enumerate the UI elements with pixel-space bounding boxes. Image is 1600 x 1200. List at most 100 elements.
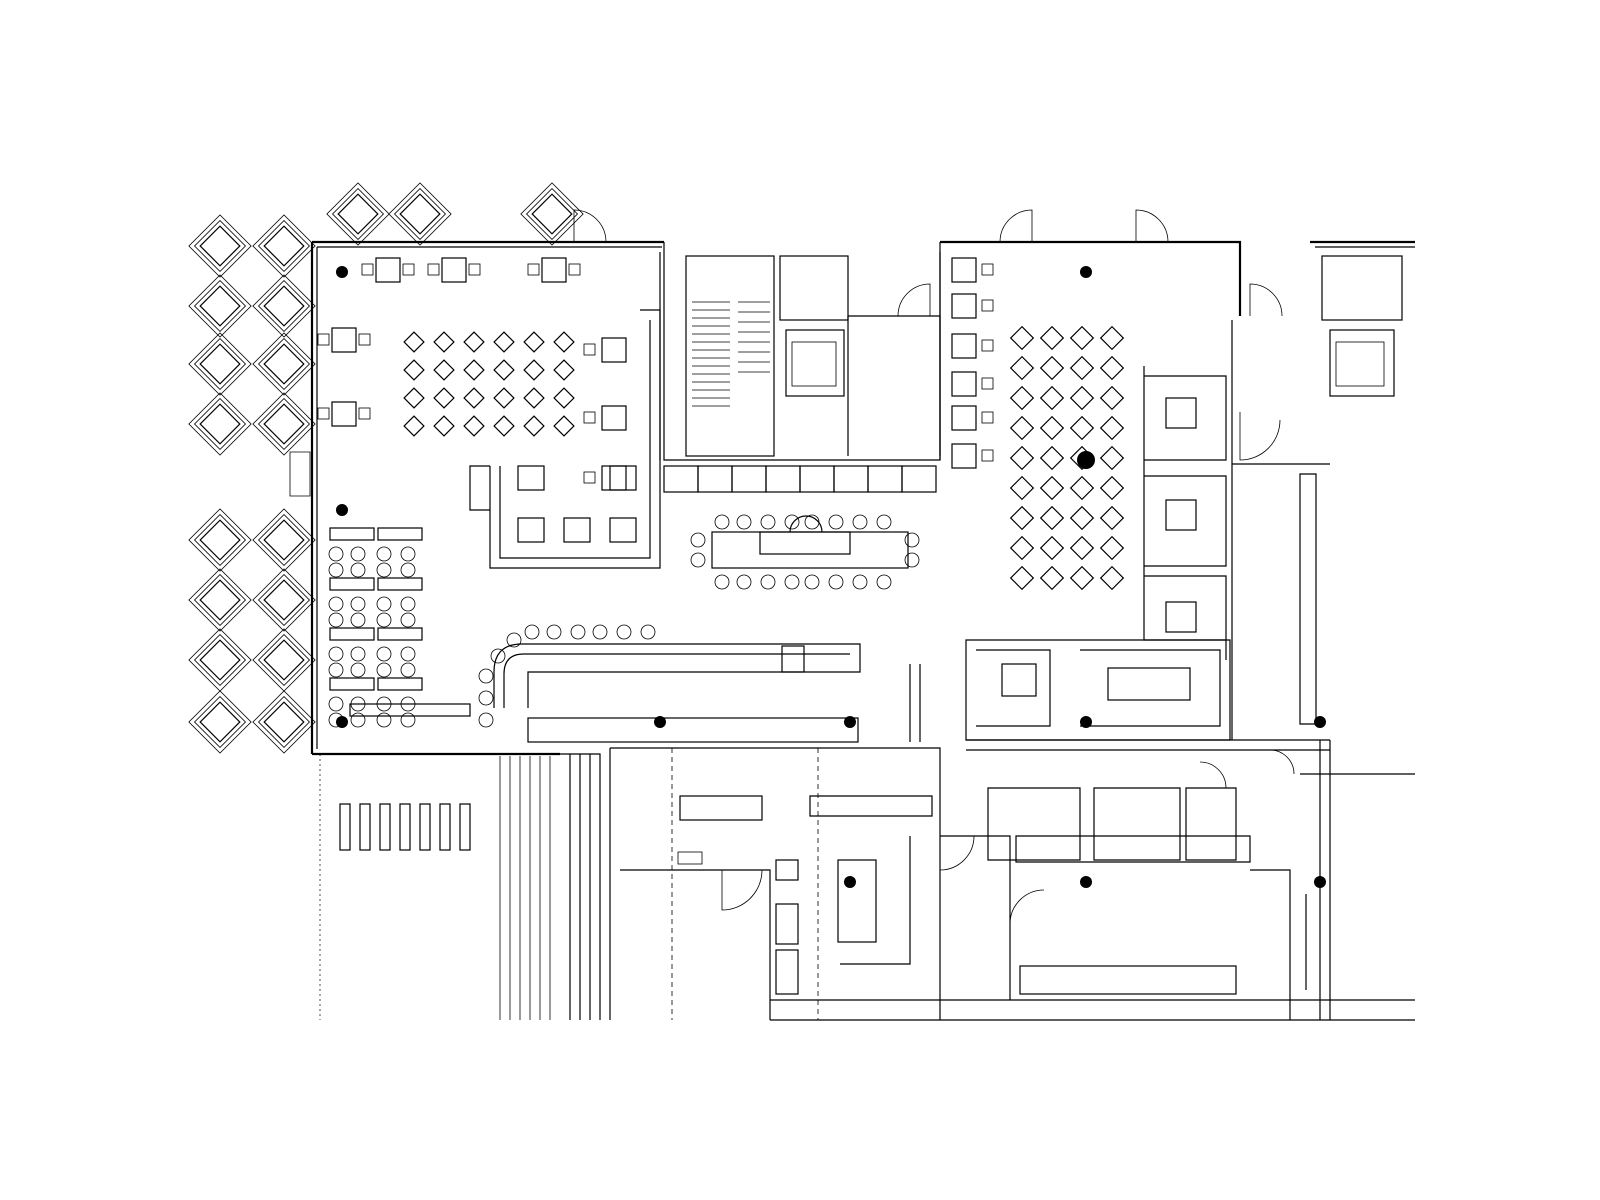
patio-table — [252, 568, 316, 632]
table-outline — [257, 337, 311, 391]
small-table — [1069, 355, 1095, 381]
small-table — [1039, 415, 1065, 441]
bench-table — [349, 703, 471, 717]
patio-table — [188, 332, 252, 396]
bench-table — [329, 527, 375, 541]
square-table — [951, 371, 977, 397]
chair — [981, 449, 994, 462]
table-top — [199, 285, 241, 327]
stool — [400, 612, 416, 628]
patio-table — [326, 182, 390, 246]
bench-table — [377, 527, 423, 541]
bar-counter — [478, 624, 861, 743]
patio-table — [188, 392, 252, 456]
patio-table — [252, 332, 316, 396]
column — [336, 716, 348, 728]
stool — [714, 574, 730, 590]
small-table — [1069, 535, 1095, 561]
small-table — [403, 331, 425, 353]
column — [1314, 876, 1326, 888]
small-table — [1009, 565, 1035, 591]
square-table — [601, 465, 627, 491]
chair-ring — [188, 508, 252, 572]
stool — [328, 646, 344, 662]
small-table — [1099, 535, 1125, 561]
bench-segment — [765, 465, 801, 493]
patio-table — [520, 182, 584, 246]
small-table — [403, 387, 425, 409]
stool — [400, 562, 416, 578]
square-table — [375, 257, 401, 283]
small-table — [463, 331, 485, 353]
stool — [570, 624, 586, 640]
chair — [568, 263, 581, 276]
chair — [317, 407, 330, 420]
bench-segment — [867, 465, 903, 493]
chair-ring — [188, 568, 252, 632]
stool — [350, 546, 366, 562]
chair — [358, 333, 371, 346]
small-table — [433, 359, 455, 381]
table-top — [263, 639, 305, 681]
patio-table — [252, 274, 316, 338]
square-table — [601, 337, 627, 363]
chair-ring — [188, 214, 252, 278]
table-top — [199, 225, 241, 267]
stool — [376, 662, 392, 678]
small-table — [1039, 355, 1065, 381]
table-top — [199, 403, 241, 445]
stool — [506, 632, 522, 648]
small-table — [1069, 325, 1095, 351]
stool — [690, 532, 706, 548]
small-table — [463, 387, 485, 409]
chair-ring — [188, 690, 252, 754]
column-large — [1077, 451, 1095, 469]
small-table — [1039, 385, 1065, 411]
stool — [478, 712, 494, 728]
stool — [400, 596, 416, 612]
stool — [400, 712, 416, 728]
stool — [328, 662, 344, 678]
chair-ring — [188, 628, 252, 692]
bench-table — [377, 627, 423, 641]
table-top — [199, 639, 241, 681]
chair-ring — [252, 508, 316, 572]
chair-ring — [188, 332, 252, 396]
chair — [981, 411, 994, 424]
stool — [828, 574, 844, 590]
stool — [328, 696, 344, 712]
table-outline — [193, 219, 247, 273]
column — [1080, 716, 1092, 728]
table-outline — [193, 573, 247, 627]
table-top — [263, 519, 305, 561]
small-table — [493, 359, 515, 381]
stool — [616, 624, 632, 640]
stool — [852, 514, 868, 530]
table-top — [531, 193, 573, 235]
table-top — [263, 343, 305, 385]
parking-stall — [459, 803, 471, 851]
stool — [350, 646, 366, 662]
table-top — [263, 403, 305, 445]
stool — [376, 712, 392, 728]
patio-table — [188, 274, 252, 338]
small-table — [1039, 565, 1065, 591]
patio-table — [188, 214, 252, 278]
column — [654, 716, 666, 728]
small-table — [493, 415, 515, 437]
chair — [981, 263, 994, 276]
stool — [876, 574, 892, 590]
small-table — [553, 331, 575, 353]
small-table — [1099, 565, 1125, 591]
chair-ring — [326, 182, 390, 246]
small-table — [1039, 325, 1065, 351]
communal-table — [690, 514, 920, 590]
small-table — [1009, 325, 1035, 351]
small-table — [1009, 505, 1035, 531]
stool — [328, 596, 344, 612]
column — [844, 716, 856, 728]
stool — [478, 668, 494, 684]
square-table — [331, 401, 357, 427]
column — [336, 504, 348, 516]
